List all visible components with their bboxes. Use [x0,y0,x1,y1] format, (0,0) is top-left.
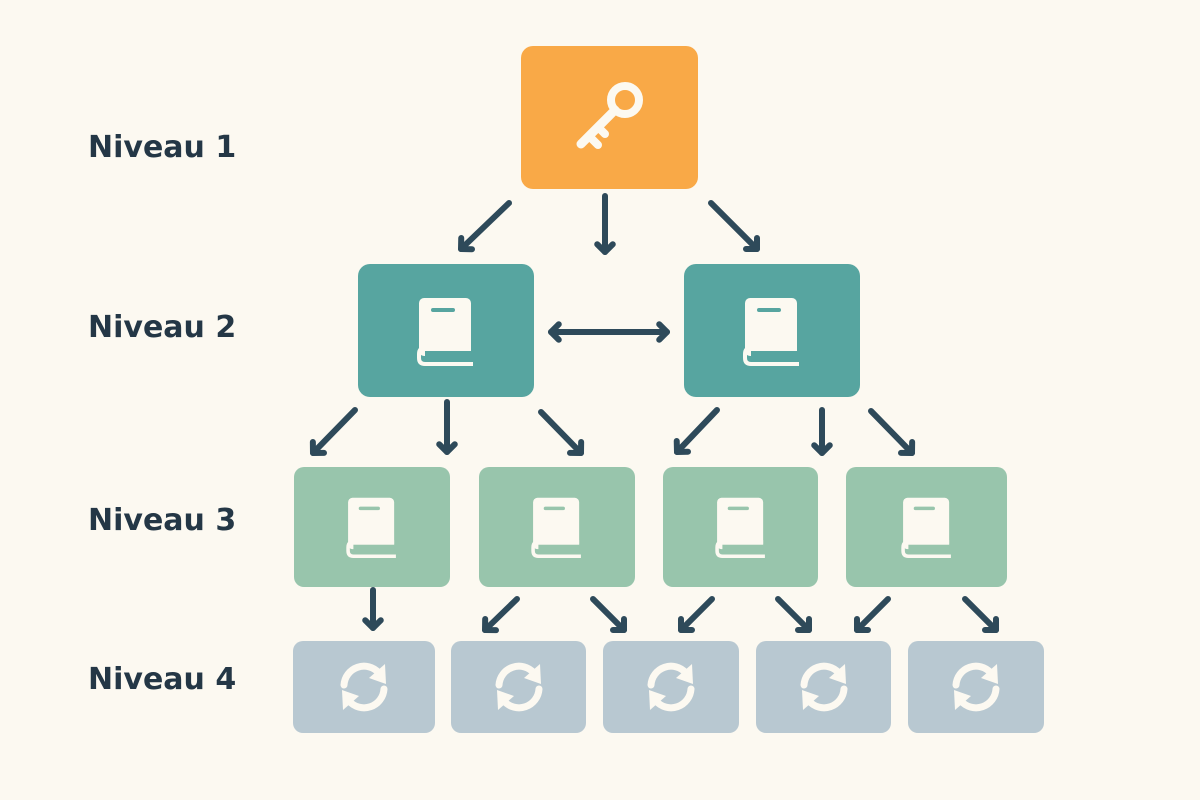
level-4-node-4 [756,641,891,733]
level-1-node [521,46,698,189]
book-icon [900,497,951,558]
level-3-node-2 [479,467,635,587]
arrow-l3d-left [854,596,891,633]
refresh-icon [495,662,542,712]
arrow-l1-right [708,200,760,252]
arrow-l2a-down [436,399,458,455]
key-icon [576,81,643,149]
level-4-node-1 [293,641,435,733]
level-2-label: Niveau 2 [88,310,237,345]
arrow-l2a-right [538,409,585,456]
book-icon [346,497,396,558]
arrow-l3a-down [362,587,384,631]
level-3-label: Niveau 3 [88,503,237,538]
arrow-l2a-left [309,407,358,456]
refresh-icon [340,662,388,712]
book-icon [743,297,799,366]
arrow-l3d-right [962,596,999,633]
level-3-node-4 [846,467,1007,587]
level-4-node-2 [451,641,586,733]
arrow-l2-bidirectional [548,321,670,343]
arrow-l3b-right [590,596,627,633]
book-icon [714,497,765,558]
refresh-icon [647,662,695,712]
arrow-l2b-left [673,407,720,455]
level-4-node-3 [603,641,739,733]
arrow-l2b-right [868,408,916,456]
arrow-l1-left [458,200,512,253]
arrow-l3b-left [482,596,520,634]
level-4-label: Niveau 4 [88,662,237,697]
book-icon [531,497,581,558]
level-2-node-2 [684,264,860,397]
arrow-l3c-left [678,596,715,633]
arrow-l1-down [594,193,616,255]
refresh-icon [952,662,1000,712]
arrow-l2b-down [811,407,833,456]
level-3-node-1 [294,467,450,587]
level-2-node-1 [358,264,534,397]
book-icon [417,297,473,366]
arrow-l3c-right [775,596,812,633]
refresh-icon [800,662,847,712]
level-4-node-5 [908,641,1044,733]
level-1-label: Niveau 1 [88,130,237,165]
level-3-node-3 [663,467,818,587]
